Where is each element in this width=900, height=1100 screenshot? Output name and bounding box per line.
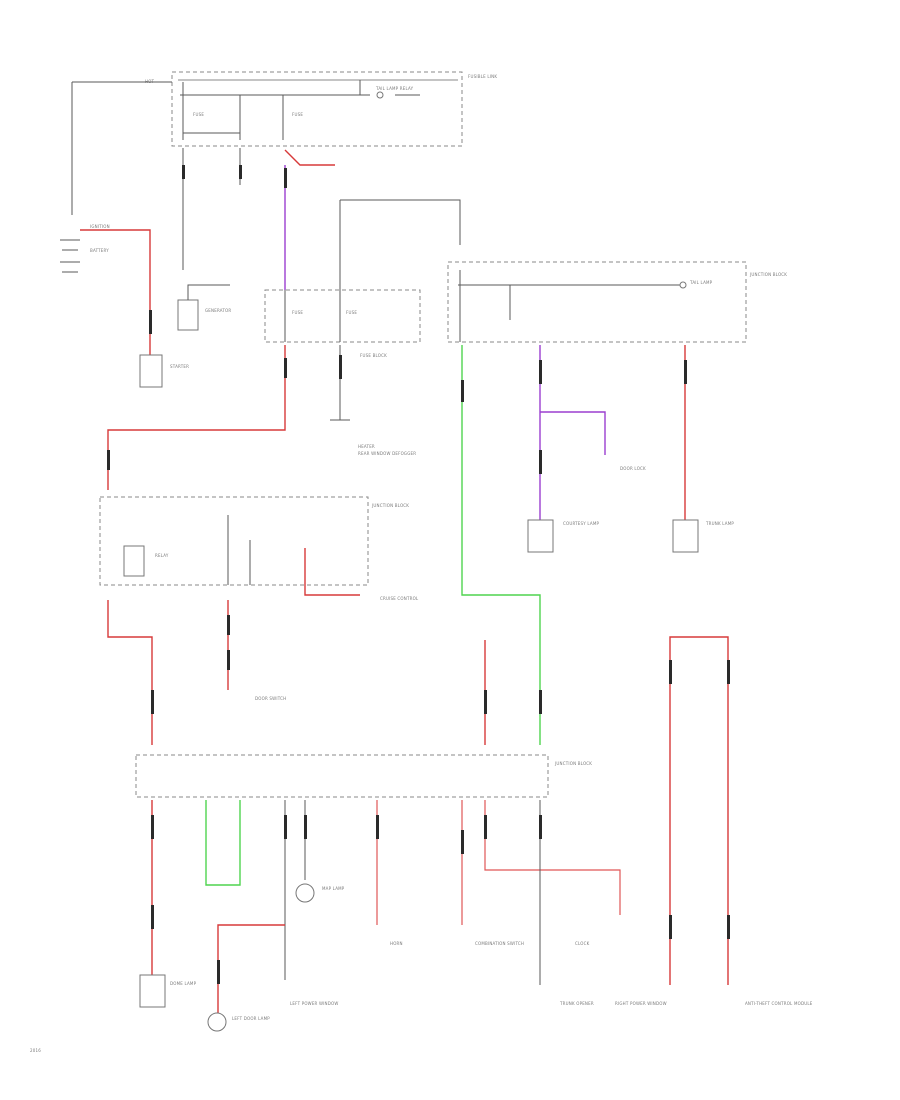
junction-block-mid: JUNCTION BLOCK RELAY CRUISE CONTROL DOOR… [99,451,419,745]
label-door-switch: DOOR SWITCH [255,696,286,701]
label-courtesy-lamp: COURTESY LAMP [563,521,599,526]
label-generator: GENERATOR [205,308,231,313]
label-junction-block-bottom: JUNCTION BLOCK [554,761,592,766]
label-starter: STARTER [170,364,189,369]
top-wires [71,81,461,290]
label-left-power-window: LEFT POWER WINDOW [290,1001,339,1006]
label-anti-theft: ANTI-THEFT CONTROL MODULE [745,1001,813,1006]
label-trunk-opener: TRUNK OPENER [559,1001,594,1006]
label-map-lamp: MAP LAMP [322,886,345,891]
label-trunk-lamp: TRUNK LAMP [705,521,734,526]
label-fuse-top2: FUSE [292,112,303,117]
trunk-circuit: RIGHT POWER WINDOW ANTI-THEFT CONTROL MO… [563,521,813,1006]
label-heater: HEATER [358,444,375,449]
label-right-power-window: RIGHT POWER WINDOW [615,1001,667,1006]
label-fuse-a: FUSE [292,310,303,315]
page-number: 2016 [30,1048,41,1053]
label-fuse-top: FUSE [193,112,204,117]
label-tail-lamp-top: TAIL LAMP [689,280,713,285]
label-relay-mid: RELAY [155,553,169,558]
junction-block-bottom: JUNCTION BLOCK DOME LAMP LEFT DOOR LAMP … [135,640,621,1032]
top-fuse-block: HOT FUSIBLE LINK FUSE FUSE TAIL LAMP REL… [145,71,497,147]
label-dome-lamp: DOME LAMP [170,981,197,986]
fuse-block: FUSE FUSE FUSE BLOCK HEATER [107,289,421,490]
label-fuse-block: FUSE BLOCK [360,353,387,358]
label-combination-switch: COMBINATION SWITCH [475,941,524,946]
label-battery: BATTERY [90,248,109,253]
junction-block-top: JUNCTION BLOCK TAIL LAMP DOOR LOCK [447,261,787,745]
label-left-door-lamp: LEFT DOOR LAMP [232,1016,270,1021]
label-fuse-b: FUSE [346,310,357,315]
label-tail-lamp-relay: TAIL LAMP RELAY [375,86,414,91]
label-junction-block-mid: JUNCTION BLOCK [371,503,409,508]
battery-group: IGNITION BATTERY GENERATOR STARTER [60,224,231,388]
label-ignition: IGNITION [90,224,110,229]
label-horn: HORN [390,941,403,946]
label-junction-block-top: JUNCTION BLOCK [749,272,787,277]
label-cruise-control: CRUISE CONTROL [380,596,419,601]
label-door-lock: DOOR LOCK [620,466,646,471]
label-rear-window-defogger: REAR WINDOW DEFOGGER [358,451,416,456]
label-fusible-link: FUSIBLE LINK [468,74,497,79]
label-clock: CLOCK [575,941,590,946]
